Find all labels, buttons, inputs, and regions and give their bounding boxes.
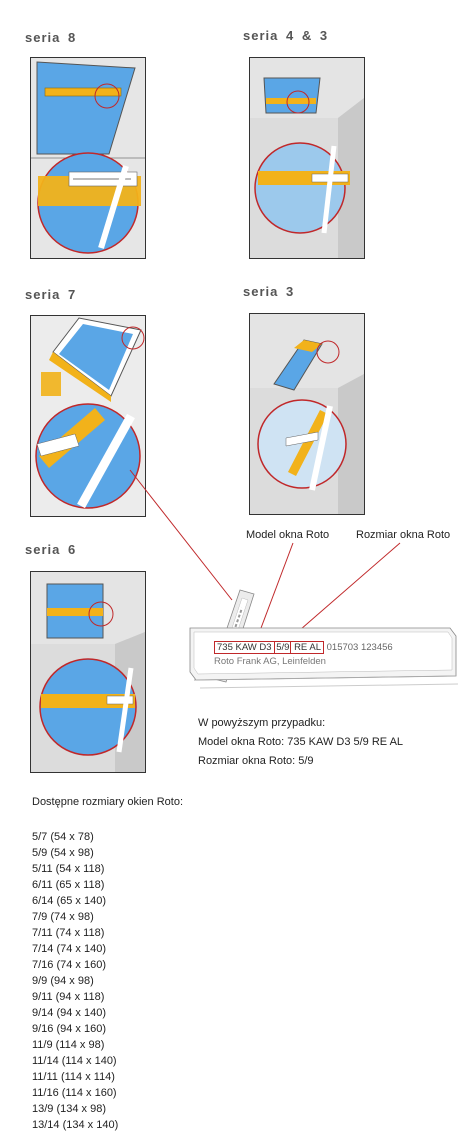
size-item: 7/9 (74 x 98) [32,909,118,925]
sizes-heading: Dostępne rozmiary okien Roto: [32,796,183,808]
example-model: Model okna Roto: 735 KAW D3 5/9 RE AL [198,733,403,752]
size-item: 7/16 (74 x 160) [32,957,118,973]
plate-suffix: RE AL [294,642,321,653]
size-item: 7/14 (74 x 140) [32,941,118,957]
example-block: W powyższym przypadku: Model okna Roto: … [198,714,403,771]
size-item: 9/16 (94 x 160) [32,1021,118,1037]
plate-manufacturer: Roto Frank AG, Leinfelden [214,656,326,667]
rating-plate-illustration [180,580,462,700]
example-intro: W powyższym przypadku: [198,714,403,733]
size-item: 13/9 (134 x 98) [32,1101,118,1117]
plate-model-box: 735 KAW D3 5/9 RE AL [214,641,324,654]
plate-size-box: 5/9 [274,641,291,654]
size-item: 9/9 (94 x 98) [32,973,118,989]
size-item: 6/11 (65 x 118) [32,877,118,893]
size-item: 11/16 (114 x 160) [32,1085,118,1101]
sizes-list: 5/7 (54 x 78)5/9 (54 x 98)5/11 (54 x 118… [32,829,118,1133]
size-item: 9/14 (94 x 140) [32,1005,118,1021]
size-item: 11/14 (114 x 140) [32,1053,118,1069]
size-callout: Rozmiar okna Roto [356,529,450,541]
size-item: 5/11 (54 x 118) [32,861,118,877]
size-item: 9/11 (94 x 118) [32,989,118,1005]
example-size: Rozmiar okna Roto: 5/9 [198,752,403,771]
rating-plate-text: 735 KAW D3 5/9 RE AL 015703 123456 [214,642,393,653]
size-item: 11/9 (114 x 98) [32,1037,118,1053]
size-item: 11/11 (114 x 114) [32,1069,118,1085]
size-item: 6/14 (65 x 140) [32,893,118,909]
model-callout: Model okna Roto [246,529,329,541]
size-item: 13/14 (134 x 140) [32,1117,118,1133]
size-item: 5/7 (54 x 78) [32,829,118,845]
plate-serial: 015703 123456 [327,642,393,653]
plate-model: 735 KAW D3 [217,642,272,653]
plate-size: 5/9 [276,642,289,653]
size-item: 7/11 (74 x 118) [32,925,118,941]
size-item: 5/9 (54 x 98) [32,845,118,861]
